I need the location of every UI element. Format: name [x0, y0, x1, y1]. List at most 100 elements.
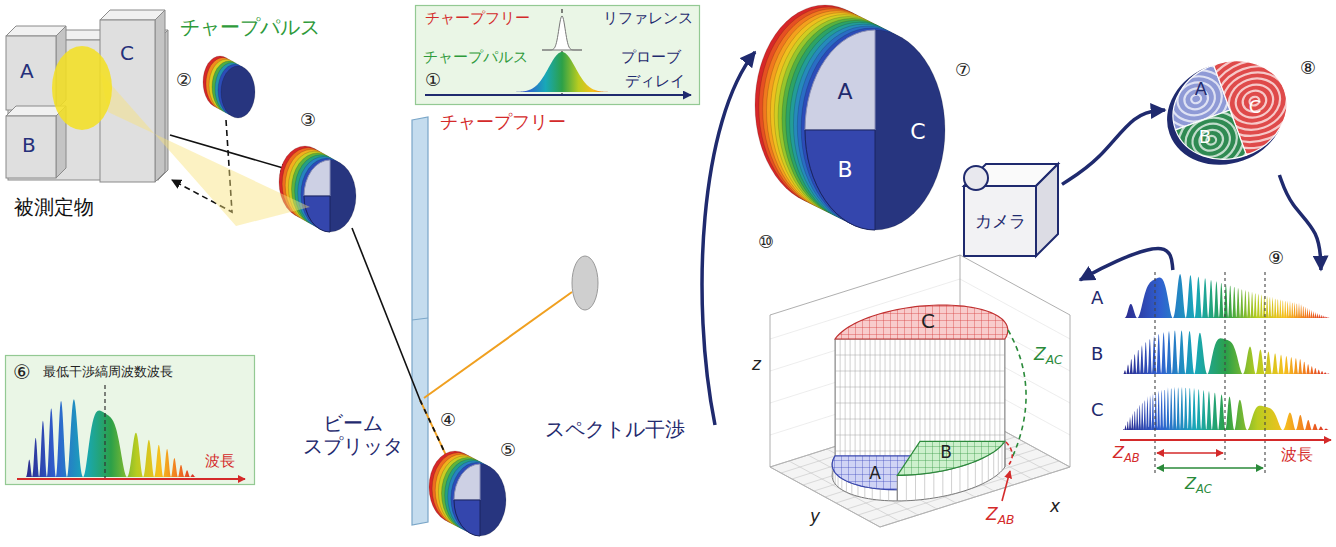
- fringe-ring: [1171, 103, 1252, 178]
- wavelength-axis: [17, 478, 245, 480]
- flow-arrow: [702, 52, 755, 425]
- fringe-ring: [1188, 40, 1321, 163]
- part-label: C: [120, 42, 134, 65]
- disc-stack: ABC: [740, 0, 955, 240]
- block-top: [100, 10, 165, 20]
- surface-region: [897, 441, 1004, 475]
- fringe-spectrum: [1123, 274, 1330, 318]
- node-shape: [958, 152, 1062, 260]
- wavelength-marker: [104, 385, 105, 479]
- camera-box: カメラ: [958, 152, 1062, 260]
- beam-spot: [52, 46, 112, 130]
- text-part: Z: [986, 504, 998, 524]
- callout-number: ⑥: [13, 361, 31, 384]
- wall-mesh: [880, 489, 881, 500]
- block-side: [155, 10, 165, 182]
- wavelength-axis: [1120, 439, 1331, 441]
- height-label: ZAC: [1034, 345, 1063, 365]
- wavelength-marker: [1224, 272, 1225, 460]
- wall-mesh: [897, 475, 898, 501]
- plot-edge: [960, 255, 1070, 315]
- camera-side: [1036, 164, 1058, 256]
- disc-stack: [755, 5, 945, 230]
- part-label: B: [1091, 344, 1103, 365]
- fringe-ring: [1171, 24, 1336, 179]
- wall-mesh: [835, 371, 1005, 372]
- part-label: ビーム スプリッタ: [300, 412, 405, 458]
- interference-image: [1112, 3, 1336, 218]
- block-front: [6, 36, 56, 110]
- object-illustration: A B C 被測定物: [0, 0, 175, 232]
- disc-region: [304, 196, 330, 232]
- wall-mesh: [835, 355, 1005, 356]
- region-border: [1175, 110, 1246, 175]
- axis-label: 波長: [205, 453, 235, 470]
- disc-stack: [429, 451, 506, 536]
- text-subscript: AC: [1046, 353, 1063, 367]
- reference-mirror: [572, 256, 598, 310]
- wall-mesh: [846, 481, 847, 492]
- wall-mesh: [942, 471, 943, 497]
- part-label: A: [1195, 79, 1207, 100]
- inset-panel: チャープフリーリファレンスチャープパルスプローブ①ディレイ: [415, 5, 700, 105]
- text-part: Z: [1185, 474, 1196, 493]
- text-label: プローブ: [621, 49, 681, 66]
- interference-image: ACB: [1165, 45, 1295, 175]
- height-marker: [1008, 330, 1026, 458]
- wall-mesh: [998, 448, 999, 474]
- callout-number: ⑩: [758, 232, 774, 253]
- height-label: ZAB: [986, 505, 1014, 525]
- fringe-spectrum: [1123, 330, 1330, 374]
- text-label: チャープパルス: [423, 49, 528, 66]
- part-label: B: [22, 134, 36, 157]
- text-subscript: AC: [1196, 482, 1212, 496]
- inset-panel: [6, 356, 255, 485]
- axis-label: z: [752, 355, 761, 375]
- wall-mesh: [967, 464, 968, 490]
- wall-mesh: [959, 467, 960, 493]
- flow-arrow: [1062, 110, 1165, 184]
- disc-layer: [221, 66, 255, 118]
- wall-mesh: [841, 479, 842, 490]
- text-label: チャープフリー: [425, 10, 530, 27]
- wall-mesh: [835, 403, 1005, 404]
- text-subscript: AB: [1124, 451, 1140, 465]
- signal-label: チャープパルス: [180, 16, 320, 39]
- part-label: A: [20, 60, 34, 83]
- text-part: Z: [1034, 344, 1046, 364]
- wall-mesh: [951, 469, 952, 495]
- wall-mesh: [872, 488, 873, 499]
- image-region: [1175, 110, 1246, 175]
- signal-label: チャープフリー: [440, 112, 566, 133]
- wall-mesh: [915, 475, 916, 501]
- camera-label: カメラ: [975, 212, 1026, 232]
- block-front: [6, 116, 56, 178]
- height-plot: CABZACZABzxy: [750, 215, 1080, 540]
- step-wall: [897, 441, 1004, 501]
- wall-mesh: [864, 487, 865, 498]
- disc-stack: [203, 56, 255, 118]
- disc-layer: [805, 30, 945, 230]
- reference-pulse: [542, 16, 582, 50]
- pulse-path: [352, 228, 420, 400]
- flow-arrow: [1279, 175, 1321, 270]
- shift-arrow: [1157, 452, 1223, 454]
- height-marker: [1006, 442, 1012, 467]
- wavelength-marker: [1154, 272, 1155, 475]
- delay-axis: [425, 94, 691, 96]
- disc-region: [454, 464, 480, 500]
- disc-stack: [279, 146, 356, 232]
- callout-number: ①: [425, 70, 441, 91]
- wall-mesh: [906, 475, 907, 501]
- disc-region: [805, 130, 875, 230]
- fringe-rings: [1128, 63, 1295, 218]
- node-shape: [1165, 45, 1295, 175]
- wall-mesh: [993, 452, 994, 478]
- wall-mesh: [838, 476, 839, 487]
- fringe-ring: [1145, 79, 1278, 202]
- shift-label: ZAC: [1185, 475, 1212, 493]
- disc-layer: [454, 464, 506, 536]
- object-caption: 被測定物: [14, 196, 94, 219]
- beam-splitter: [412, 117, 428, 525]
